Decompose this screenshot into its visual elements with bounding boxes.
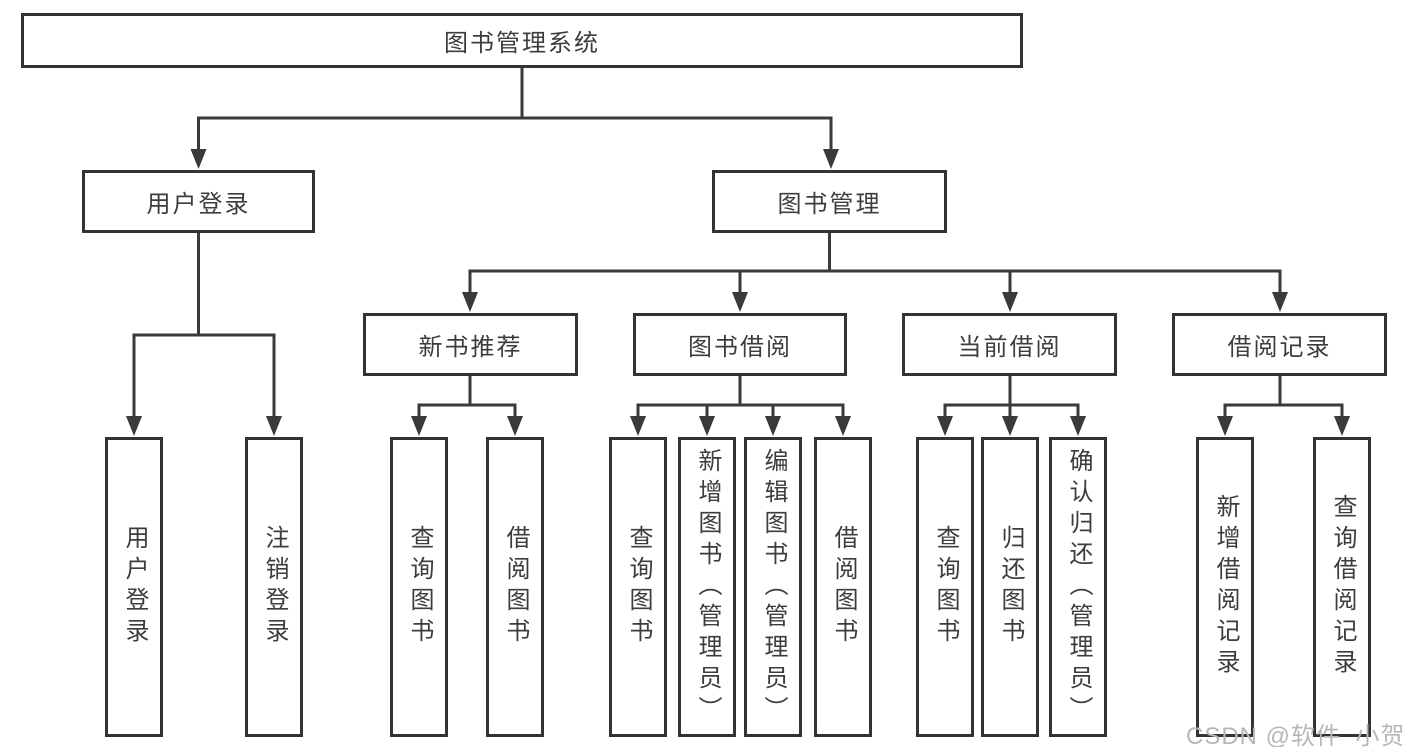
- leaf-edit-books-admin: 编辑图书（管理员）: [744, 437, 802, 737]
- leaf-query-books-current: 查询图书: [916, 437, 974, 737]
- arrowhead: [1272, 292, 1288, 312]
- leaf-label: 查询图书: [932, 525, 959, 649]
- node-label: 新书推荐: [418, 334, 523, 361]
- arrowhead: [462, 292, 478, 312]
- connector-user-login-to-leaves: [126, 233, 282, 436]
- leaf-add-borrowing-record: 新增借阅记录: [1196, 437, 1254, 737]
- node-current-borrowing: 当前借阅: [902, 313, 1117, 376]
- leaf-query-borrowing-record: 查询借阅记录: [1313, 437, 1371, 737]
- arrowhead: [190, 149, 207, 169]
- arrowhead: [937, 416, 953, 436]
- arrowhead: [411, 416, 427, 436]
- leaf-return-books: 归还图书: [981, 437, 1039, 737]
- node-label: 图书借阅: [688, 334, 792, 361]
- node-book-management: 图书管理: [712, 170, 947, 233]
- leaf-label: 注销登录: [261, 525, 288, 649]
- node-label: 图书管理系统: [444, 30, 600, 57]
- leaf-label: 查询图书: [625, 525, 652, 649]
- leaf-label: 新增借阅记录: [1212, 494, 1239, 680]
- node-label: 用户登录: [146, 191, 251, 218]
- csdn-watermark: CSDN @软件_小贺同学: [1186, 723, 1405, 747]
- arrowhead: [1002, 416, 1018, 436]
- arrowhead: [1217, 416, 1233, 436]
- arrowhead: [266, 416, 282, 436]
- leaf-label: 借阅图书: [502, 525, 529, 649]
- arrowhead: [1334, 416, 1350, 436]
- arrowhead: [823, 149, 839, 169]
- node-user-login: 用户登录: [82, 170, 315, 233]
- leaf-label: 新增图书（管理员）: [694, 447, 721, 727]
- leaf-query-books-borrowing: 查询图书: [609, 437, 667, 737]
- arrowhead: [126, 416, 142, 436]
- leaf-user-login: 用户登录: [105, 437, 163, 737]
- connector-current-borrowing-to-leaves: [937, 376, 1086, 436]
- node-label: 图书管理: [777, 191, 882, 218]
- connector-book-borrowing-to-leaves: [630, 376, 851, 436]
- leaf-label: 用户登录: [121, 525, 148, 649]
- node-label: 当前借阅: [957, 334, 1062, 361]
- leaf-add-books-admin: 新增图书（管理员）: [678, 437, 736, 737]
- arrowhead: [732, 292, 748, 312]
- leaf-label: 归还图书: [997, 525, 1024, 649]
- connector-new-book-recommend-to-leaves: [411, 376, 523, 436]
- leaf-logout-login: 注销登录: [245, 437, 303, 737]
- node-borrowing-records: 借阅记录: [1172, 313, 1387, 376]
- arrowhead: [1002, 292, 1018, 312]
- leaf-label: 确认归还（管理员）: [1065, 447, 1092, 727]
- leaf-confirm-return-admin: 确认归还（管理员）: [1049, 437, 1107, 737]
- arrowhead: [835, 416, 851, 436]
- leaf-label: 查询图书: [406, 525, 433, 649]
- connector-borrowing-records-to-leaves: [1217, 376, 1350, 436]
- node-label: 借阅记录: [1227, 334, 1332, 361]
- arrowhead: [765, 416, 781, 436]
- node-book-borrowing: 图书借阅: [633, 313, 847, 376]
- connector-book-management-to-level3: [462, 233, 1288, 312]
- arrowhead: [699, 416, 715, 436]
- leaf-query-books-recommend: 查询图书: [390, 437, 448, 737]
- leaf-borrow-books: 借阅图书: [814, 437, 872, 737]
- leaf-label: 查询借阅记录: [1329, 494, 1356, 680]
- node-new-book-recommend: 新书推荐: [363, 313, 578, 376]
- arrowhead: [630, 416, 646, 436]
- arrowhead: [507, 416, 523, 436]
- connector-root-to-level2: [190, 68, 839, 169]
- leaf-label: 编辑图书（管理员）: [760, 447, 787, 727]
- arrowhead: [1070, 416, 1086, 436]
- leaf-label: 借阅图书: [830, 525, 857, 649]
- leaf-borrow-books-recommend: 借阅图书: [486, 437, 544, 737]
- node-root-library-management-system: 图书管理系统: [21, 13, 1023, 68]
